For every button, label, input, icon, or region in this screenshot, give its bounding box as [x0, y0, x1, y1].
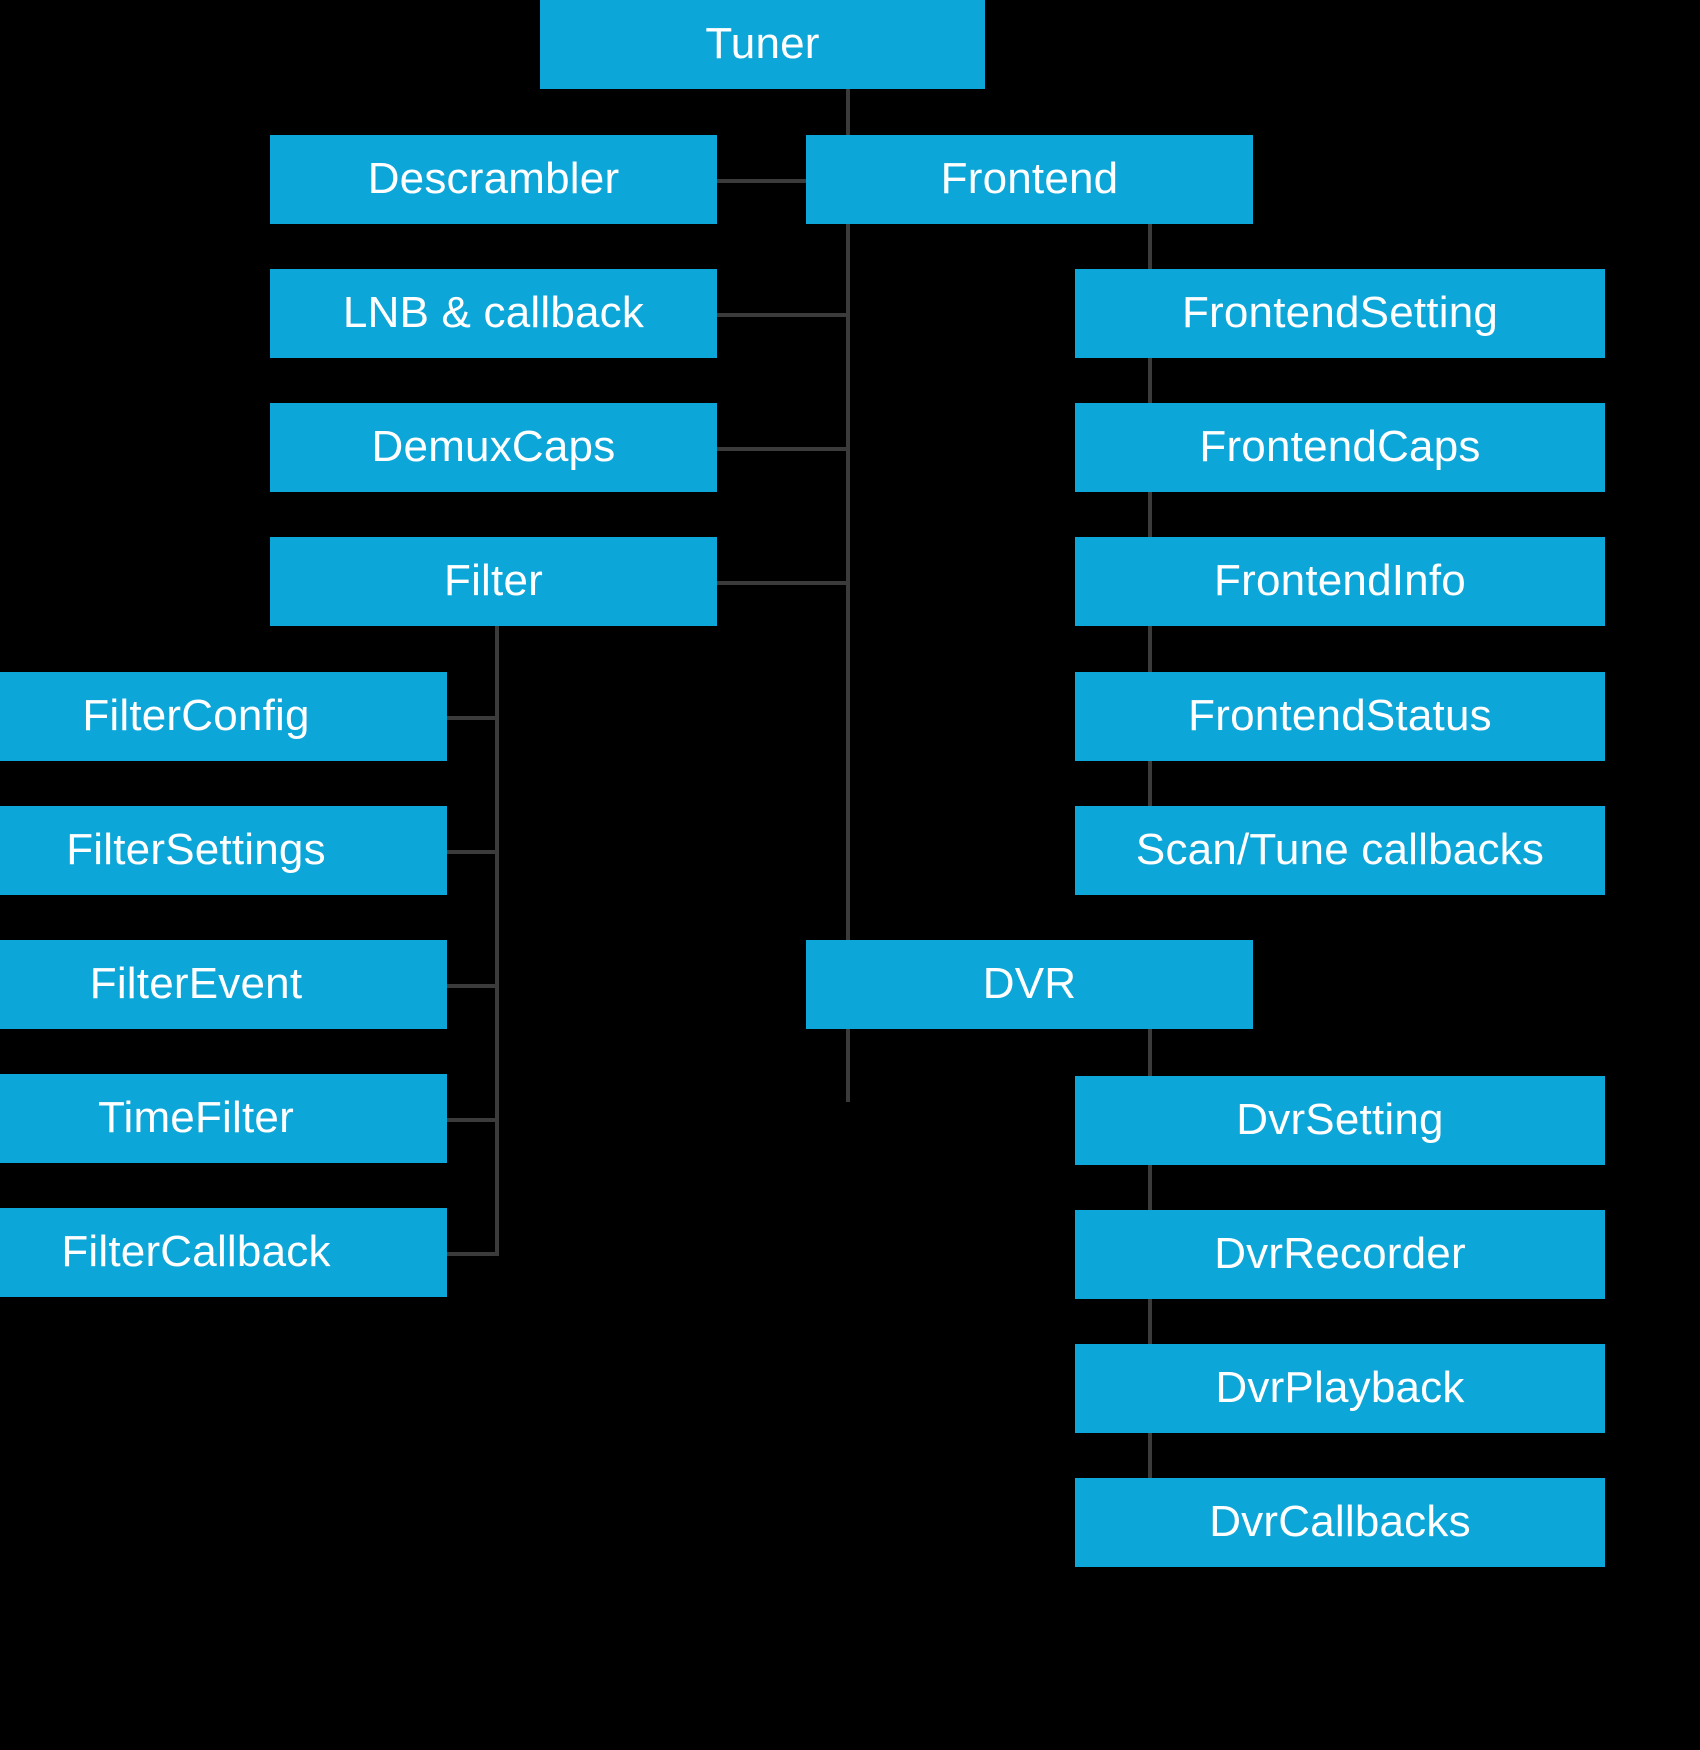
- edge-filter-to-filtercallback: [447, 1252, 499, 1256]
- node-frontendstatus-label: FrontendStatus: [1188, 690, 1492, 740]
- node-dvrrecorder-label: DvrRecorder: [1214, 1228, 1466, 1278]
- node-dvr-label: DVR: [982, 958, 1077, 1008]
- node-dvrplayback[interactable]: DvrPlayback: [1075, 1344, 1605, 1433]
- node-filterconfig[interactable]: FilterConfig: [0, 672, 447, 761]
- edge-tuner-to-lnb: [717, 313, 850, 317]
- node-frontendcaps-label: FrontendCaps: [1199, 421, 1481, 471]
- node-demuxcaps-label: DemuxCaps: [371, 421, 616, 471]
- node-frontendsetting-label: FrontendSetting: [1181, 287, 1499, 337]
- node-lnb-callback[interactable]: LNB & callback: [270, 269, 717, 358]
- node-dvrcallbacks-label: DvrCallbacks: [1209, 1496, 1471, 1546]
- edge-filter-spine: [495, 581, 499, 1254]
- node-dvrsetting-label: DvrSetting: [1236, 1094, 1444, 1144]
- node-filtersettings-label: FilterSettings: [66, 824, 326, 874]
- node-dvrcallbacks[interactable]: DvrCallbacks: [1075, 1478, 1605, 1567]
- node-demuxcaps[interactable]: DemuxCaps: [270, 403, 717, 492]
- edge-filter-to-filterconfig: [447, 716, 499, 720]
- node-frontendsetting[interactable]: FrontendSetting: [1075, 269, 1605, 358]
- node-frontendinfo-label: FrontendInfo: [1214, 555, 1466, 605]
- edge-tuner-to-demuxcaps: [717, 447, 850, 451]
- node-timefilter[interactable]: TimeFilter: [0, 1074, 447, 1163]
- node-frontend[interactable]: Frontend: [806, 135, 1253, 224]
- node-filterevent[interactable]: FilterEvent: [0, 940, 447, 1029]
- node-filterevent-label: FilterEvent: [89, 958, 303, 1008]
- node-filter-label: Filter: [444, 555, 543, 605]
- node-tuner-label: Tuner: [705, 18, 820, 68]
- node-lnb-callback-label: LNB & callback: [342, 287, 645, 337]
- node-scan-tune-callbacks[interactable]: Scan/Tune callbacks: [1075, 806, 1605, 895]
- node-filtersettings[interactable]: FilterSettings: [0, 806, 447, 895]
- node-dvrplayback-label: DvrPlayback: [1215, 1362, 1465, 1412]
- node-frontendcaps[interactable]: FrontendCaps: [1075, 403, 1605, 492]
- node-filtercallback[interactable]: FilterCallback: [0, 1208, 447, 1297]
- node-filterconfig-label: FilterConfig: [82, 690, 310, 740]
- node-descrambler-label: Descrambler: [367, 153, 620, 203]
- node-frontendstatus[interactable]: FrontendStatus: [1075, 672, 1605, 761]
- node-timefilter-label: TimeFilter: [98, 1092, 294, 1142]
- node-dvrsetting[interactable]: DvrSetting: [1075, 1076, 1605, 1165]
- edge-tuner-to-filter: [717, 581, 850, 585]
- node-dvrrecorder[interactable]: DvrRecorder: [1075, 1210, 1605, 1299]
- edge-tuner-to-descrambler: [717, 179, 850, 183]
- node-filtercallback-label: FilterCallback: [61, 1226, 331, 1276]
- node-descrambler[interactable]: Descrambler: [270, 135, 717, 224]
- node-dvr[interactable]: DVR: [806, 940, 1253, 1029]
- edge-tuner-trunk: [846, 88, 850, 1102]
- edge-filter-to-filterevent: [447, 984, 499, 988]
- node-scan-tune-callbacks-label: Scan/Tune callbacks: [1135, 824, 1545, 874]
- node-frontend-label: Frontend: [940, 153, 1119, 203]
- edge-filter-to-filtersettings: [447, 850, 499, 854]
- edge-frontend-spine: [1148, 219, 1152, 851]
- node-filter[interactable]: Filter: [270, 537, 717, 626]
- edge-filter-to-timefilter: [447, 1118, 499, 1122]
- node-tuner[interactable]: Tuner: [540, 0, 985, 89]
- node-frontendinfo[interactable]: FrontendInfo: [1075, 537, 1605, 626]
